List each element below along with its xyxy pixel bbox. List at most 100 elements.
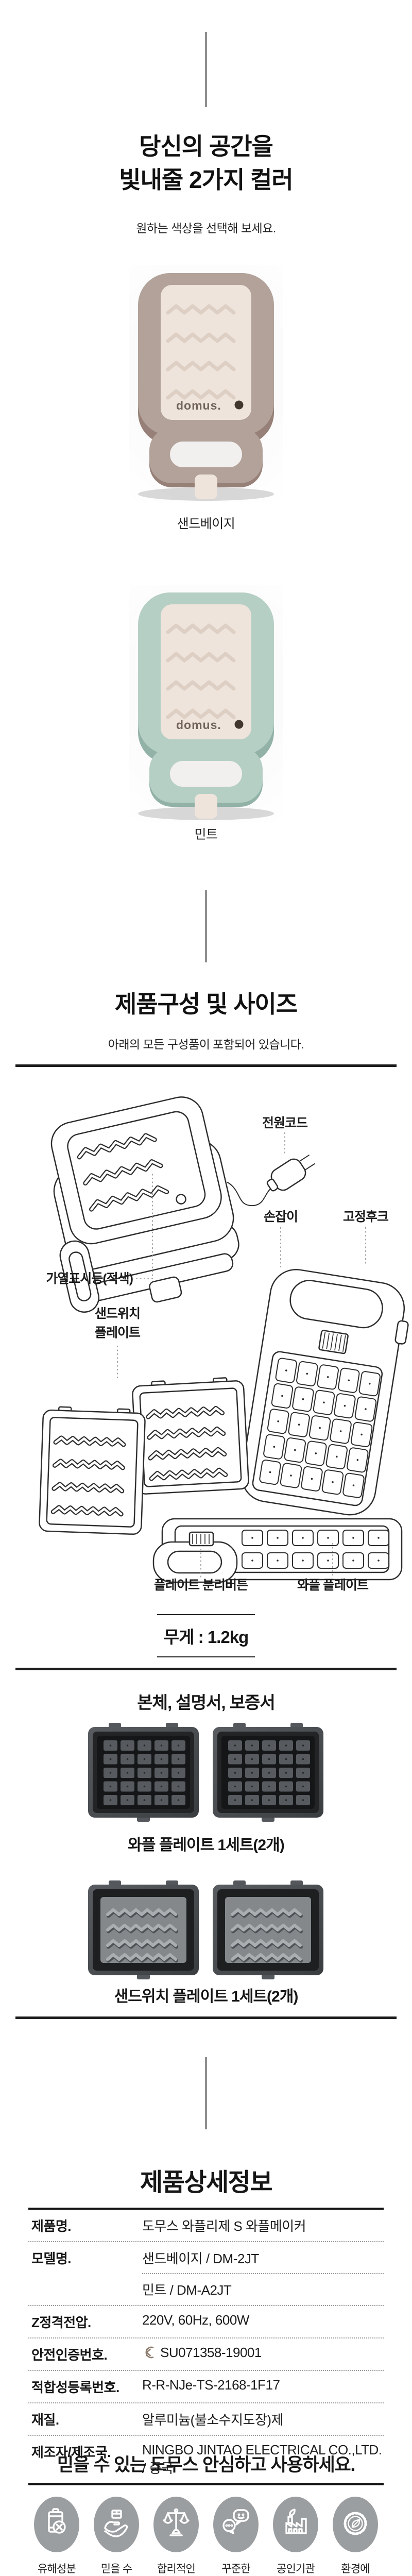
label-waffle-plate: 와플 플레이트 [297, 1578, 369, 1592]
eco-leaf-seal-icon [333, 2497, 378, 2552]
sandwich-plate-images [0, 1879, 412, 1980]
sandwich-zigzag-ridges [231, 1908, 303, 1963]
section-rule [15, 1064, 397, 1067]
weight-callout: 무게 : 1.2kg [157, 1614, 255, 1657]
heating-indicator-dot [176, 1194, 186, 1205]
label-heating-indicator: 가열표시등(적색) [46, 1272, 133, 1286]
badge-no-harmful: 유해성분 최소화 [28, 2496, 85, 2576]
hero-subtitle: 원하는 색상을 선택해 보세요. [136, 222, 276, 235]
plate-wave-pattern [166, 304, 236, 400]
composition-title: 제품구성 및 사이즈 [114, 991, 298, 1018]
sandwich-plate-lower-line-art [39, 1406, 146, 1535]
divider-vertical-line [205, 2057, 207, 2129]
domus-logo-text: domus. [176, 399, 221, 412]
spec-label: Z정격전압. [31, 2315, 91, 2330]
sandwich-maker-beige-illustration: domus. [98, 260, 314, 507]
component-diagram: 전원코드 [39, 1096, 409, 1592]
table-row: 제품명. 도무스 와플리제 S 와플메이커 [28, 2210, 384, 2242]
spec-table: 제품명. 도무스 와플리제 S 와플메이커 모델명. 샌드베이지 / DM-2J… [28, 2208, 384, 2485]
product-image-mint: domus. [98, 580, 314, 827]
plate-wave-pattern [166, 623, 236, 719]
included-items-title: 본체, 설명서, 보증서 [137, 1693, 276, 1712]
table-row: 안전인증번호. SU071358-19001 [28, 2338, 384, 2371]
section-rule [15, 2016, 397, 2019]
badge-label: 환경에 대한 고려 [341, 2563, 370, 2575]
details-title: 제품상세정보 [140, 2169, 272, 2196]
table-row: Z정격전압. 220V, 60Hz, 600W [28, 2306, 384, 2338]
power-cord-line [227, 1182, 277, 1207]
fair-price-scales-icon [153, 2497, 199, 2552]
leader-heating-indicator [136, 1172, 153, 1279]
label-power-cord: 전원코드 [262, 1116, 308, 1130]
label-fixing-hook: 고정후크 [343, 1210, 389, 1224]
spec-label: 적합성등록번호. [31, 2380, 119, 2395]
color-label-mint: 민트 [194, 827, 218, 842]
open-machine-lid-line-art [241, 1268, 409, 1516]
badge-quality: 믿을 수 있는 품질 [88, 2496, 145, 2576]
model-sand-beige: 샌드베이지 / DM-2JT [142, 2248, 384, 2274]
badge-communication: 꾸준한 소통 [207, 2496, 265, 2576]
open-machine-base-line-art [152, 1518, 403, 1583]
cert-number: SU071358-19001 [160, 2345, 262, 2360]
spec-label: 제조자/제조국. [31, 2445, 111, 2460]
sandwich-plates-caption: 샌드위치 플레이트 1세트(2개) [114, 1988, 299, 2005]
label-handle: 손잡이 [264, 1210, 298, 1224]
trust-title: 믿을 수 있는 도무스 안심하고 사용하세요. [57, 2455, 355, 2475]
table-row: 재질. 알루미늄(불소수지도장)제 [28, 2403, 384, 2436]
badge-label: 꾸준한 소통 [221, 2563, 250, 2575]
spec-label: 재질. [31, 2412, 59, 2428]
badge-certified: 공인기관 인증제품 [267, 2496, 324, 2576]
indicator-dot [234, 400, 244, 410]
base-waffle-bumps [242, 1530, 389, 1569]
model-mint: 민트 / DM-A2JT [142, 2282, 232, 2298]
divider-vertical-line [205, 890, 207, 962]
waffle-grid-cells [104, 1740, 185, 1805]
sandwich-zigzag-ridges [106, 1908, 178, 1963]
label-plate-release-button: 플레이트 분리버튼 [154, 1578, 248, 1592]
certified-factory-icon [273, 2497, 318, 2552]
indicator-dot [234, 720, 244, 729]
badge-eco: 환경에 대한 고려 [327, 2496, 384, 2576]
label-sandwich-plate-line2: 플레이트 [95, 1326, 141, 1340]
table-row: 적합성등록번호. R-R-NJe-TS-2168-1F17 [28, 2371, 384, 2403]
communication-chat-icon [213, 2497, 259, 2552]
spec-label: 모델명. [31, 2251, 71, 2266]
waffle-grid-cells [228, 1740, 310, 1805]
closed-machine-line-art [50, 1096, 239, 1313]
badge-label: 공인기관 인증제품 [276, 2563, 315, 2575]
table-row: 모델명. 샌드베이지 / DM-2JT 민트 / DM-A2JT [28, 2242, 384, 2306]
badge-label: 유해성분 최소화 [37, 2563, 76, 2575]
spec-value: 도무스 와플리제 S 와플메이커 [142, 2218, 306, 2234]
label-sandwich-plate-line1: 샌드위치 [95, 1307, 140, 1321]
waffle-plates-caption: 와플 플레이트 1세트(2개) [128, 1837, 284, 1854]
spec-value: SU071358-19001 [142, 2345, 384, 2364]
badge-price: 합리적인 가격 [147, 2496, 205, 2576]
hero-title-line2: 빛내줄 2가지 컬러 [119, 166, 293, 193]
badge-label: 믿을 수 있는 품질 [100, 2563, 132, 2575]
plate-release-button [188, 1531, 214, 1547]
table-row: 제조자/제조국. NINGBO JINTAO ELECTRICAL CO.,LT… [28, 2436, 384, 2483]
color-label-sand-beige: 샌드베이지 [177, 517, 235, 531]
spec-value: NINGBO JINTAO ELECTRICAL CO.,LTD. / 중국 [142, 2442, 382, 2476]
quality-hands-icon [94, 2497, 139, 2552]
waffle-plate-photo [213, 1723, 323, 1822]
kc-certification-mark-icon [142, 2346, 156, 2363]
waffle-plate-images [0, 1722, 412, 1823]
sandwich-plate-photo [88, 1880, 199, 1979]
spec-value: R-R-NJe-TS-2168-1F17 [142, 2377, 280, 2393]
spec-value: 220V, 60Hz, 600W [142, 2312, 249, 2328]
lid-waffle-grid [259, 1358, 381, 1498]
divider-vertical-line [205, 32, 207, 107]
trust-badges: 유해성분 최소화 믿을 수 있는 품질 [0, 2496, 412, 2576]
sandwich-plate-upper-line-art [132, 1377, 249, 1495]
product-image-sand-beige: domus. [98, 260, 314, 507]
hero-title-line1: 당신의 공간을 [139, 133, 273, 160]
waffle-plate-photo [88, 1723, 199, 1822]
composition-subtitle: 아래의 모든 구성품이 포함되어 있습니다. [108, 1038, 304, 1051]
spec-label: 제품명. [31, 2218, 71, 2234]
hero-title: 당신의 공간을 빛내줄 2가지 컬러 [0, 130, 412, 197]
section-rule [15, 1668, 397, 1670]
grip-hatch [318, 1330, 349, 1354]
badge-label: 합리적인 가격 [157, 2563, 196, 2575]
